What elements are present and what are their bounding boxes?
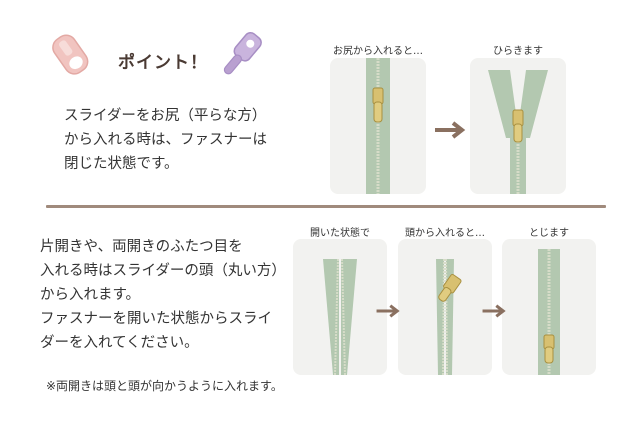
point-title: ポイント！	[118, 53, 208, 73]
caption-insert-from-bottom: お尻から入れると…	[333, 46, 423, 57]
instruction-paragraph-top: スライダーをお尻（平らな方） から入れる時は、ファスナーは 閉じた状態です。	[64, 104, 267, 176]
arrow-right-icon	[435, 121, 466, 139]
caption-closes: とじます	[529, 228, 569, 239]
pink-slider-icon	[52, 34, 89, 75]
instruction-paragraph-bottom: 片開きや、両開きのふたつ目を 入れる時はスライダーの頭（丸い方） から入れます。…	[40, 235, 286, 355]
text-line: スライダーをお尻（平らな方）	[64, 108, 267, 124]
arrow-right-icon	[482, 304, 506, 318]
section-divider	[46, 205, 606, 208]
caption-opens: ひらきます	[493, 46, 543, 57]
text-line: 閉じた状態です。	[64, 156, 179, 172]
arrow-right-icon	[376, 304, 400, 318]
text-line: 片開きや、両開きのふたつ目を	[40, 239, 243, 255]
caption-insert-from-head: 頭から入れると…	[405, 228, 485, 239]
purple-slider-icon	[223, 32, 262, 75]
footnote: ※両開きは頭と頭が向かうように入れます。	[46, 379, 283, 393]
photo-zipper-closed-result	[502, 239, 596, 375]
text-line: ファスナーを開いた状態からスライ	[40, 311, 272, 327]
text-line: から入れる時は、ファスナーは	[64, 132, 267, 148]
caption-open-state: 開いた状態で	[310, 228, 370, 239]
text-line: ダーを入れてください。	[40, 335, 199, 351]
photo-zipper-insert-head	[398, 239, 492, 375]
text-line: 入れる時はスライダーの頭（丸い方）	[40, 263, 286, 279]
photo-zipper-closed	[330, 58, 426, 194]
photo-zipper-open	[293, 239, 387, 375]
photo-zipper-opening	[470, 58, 566, 194]
text-line: から入れます。	[40, 287, 141, 303]
